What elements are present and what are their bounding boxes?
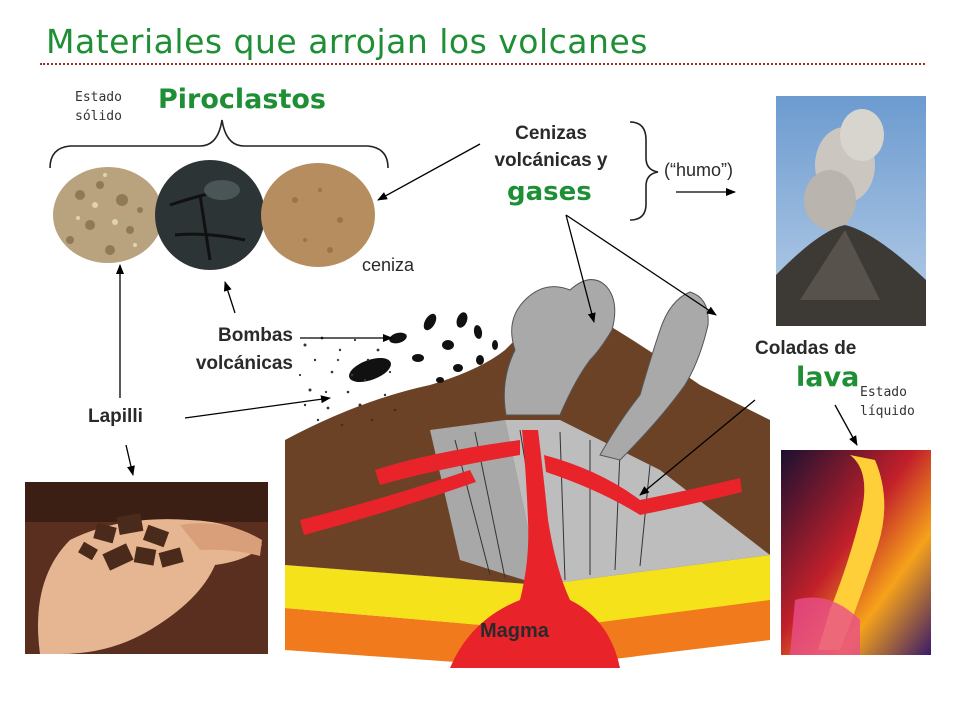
bombas-line1: Bombas	[218, 325, 293, 346]
bombas-label: Bombas volcánicas	[153, 322, 293, 378]
gases-label: gases	[507, 177, 592, 207]
lava-photo	[781, 450, 931, 655]
pyroclast-brace	[49, 119, 389, 169]
arrow-liquido-to-photo	[834, 404, 858, 446]
piroclastos-label: Piroclastos	[158, 84, 326, 115]
lapilli-label: Lapilli	[88, 406, 143, 427]
arrow-bombas-to-rock	[223, 281, 236, 314]
eruption-photo	[776, 96, 926, 326]
estado-liquido-line1: Estado	[860, 385, 907, 400]
page-title: Materiales que arrojan los volcanes	[46, 22, 648, 61]
bombas-line2: volcánicas	[195, 353, 293, 374]
volcano-cross-section	[285, 279, 770, 668]
arrow-lapilli-to-ash	[184, 395, 331, 419]
estado-solido-line2: sólido	[75, 109, 122, 124]
ejected-bombs	[349, 312, 498, 383]
lapilli-hand-photo	[25, 482, 268, 654]
arrow-gases-to-plume-left	[565, 214, 596, 323]
pyroclast-rocks-illustration	[53, 160, 375, 270]
humo-label: (“humo”)	[664, 160, 734, 180]
cenizas-label: Cenizas volcánicas y	[470, 120, 632, 174]
lava-label: lava	[796, 362, 860, 393]
estado-liquido-line2: líquido	[860, 404, 915, 419]
annotation-arrows	[116, 143, 858, 496]
arrow-coladas-to-flow	[639, 399, 756, 496]
estado-solido-label: Estado sólido	[75, 88, 122, 126]
estado-liquido-label: Estado líquido	[860, 383, 915, 421]
estado-solido-line1: Estado	[75, 90, 122, 105]
title-divider	[40, 63, 925, 65]
arrow-lapilli-to-photo	[125, 444, 135, 476]
gases-brace	[629, 121, 659, 221]
cenizas-line1: Cenizas	[515, 123, 587, 144]
magma-label: Magma	[480, 620, 549, 642]
ash-particles	[298, 336, 397, 427]
arrow-cenizas-to-ceniza	[377, 143, 481, 201]
ceniza-label: ceniza	[362, 255, 415, 275]
arrow-gases-to-plume-right	[565, 214, 717, 316]
coladas-label: Coladas de	[755, 338, 857, 359]
cenizas-line2: volcánicas y	[494, 150, 608, 171]
